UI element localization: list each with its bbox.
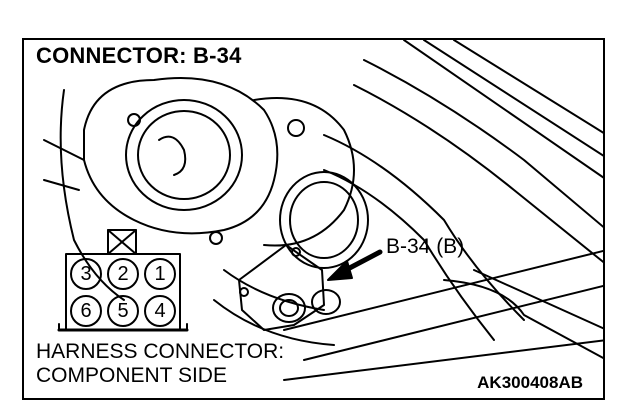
sensor-screw bbox=[239, 287, 249, 297]
hose-line bbox=[423, 40, 603, 157]
throttle-bore bbox=[125, 99, 243, 211]
hose-line bbox=[213, 299, 335, 346]
sensor-screw bbox=[291, 247, 301, 257]
bolt bbox=[127, 113, 141, 127]
pin-circle bbox=[70, 258, 102, 290]
hose-line bbox=[323, 134, 525, 321]
pin-circle bbox=[70, 295, 102, 327]
pin-circle bbox=[107, 258, 139, 290]
housing-line bbox=[253, 97, 355, 247]
hose-line bbox=[223, 269, 325, 311]
hose-line bbox=[283, 339, 603, 381]
pin-label: 2 bbox=[117, 263, 129, 285]
hose-line bbox=[453, 40, 603, 134]
housing-line bbox=[43, 139, 85, 161]
pin-label: 4 bbox=[154, 300, 166, 322]
pin-label: 6 bbox=[80, 300, 92, 322]
throttle-body bbox=[83, 77, 279, 235]
hose-line bbox=[443, 279, 603, 359]
figure-code: AK300408AB bbox=[477, 373, 583, 392]
hose-line bbox=[283, 249, 603, 331]
pin-label: 3 bbox=[80, 263, 92, 285]
callout-label: B-34 (B) bbox=[386, 235, 465, 258]
intake-port-inner bbox=[289, 181, 359, 259]
housing-line bbox=[43, 179, 80, 191]
caption-line-1: HARNESS CONNECTOR: bbox=[36, 340, 285, 363]
caption-line-2: COMPONENT SIDE bbox=[36, 364, 227, 387]
hose-line bbox=[303, 284, 603, 361]
callout-arrowhead bbox=[327, 260, 353, 281]
throttle-plate bbox=[158, 135, 187, 176]
throttle-bore-inner bbox=[137, 110, 231, 200]
bolt bbox=[209, 231, 223, 245]
hose-line bbox=[353, 84, 603, 264]
hose-line bbox=[363, 59, 603, 228]
housing-line bbox=[59, 89, 125, 301]
pin-circle bbox=[144, 295, 176, 327]
diagram-frame: CONNECTOR: B-34 B-34 (B) 3 2 1 6 5 4 HAR… bbox=[22, 38, 605, 400]
diagram-title: CONNECTOR: B-34 bbox=[36, 43, 246, 69]
bolt bbox=[287, 119, 305, 137]
sensor-plug-inner bbox=[279, 299, 299, 317]
pin-label: 1 bbox=[154, 263, 166, 285]
sensor-plug bbox=[272, 293, 306, 323]
sensor-socket bbox=[311, 289, 341, 315]
engine-illustration bbox=[43, 40, 603, 381]
pin-circle bbox=[144, 258, 176, 290]
hose-line bbox=[473, 269, 603, 330]
hose-line bbox=[403, 40, 603, 179]
pin-label: 5 bbox=[117, 300, 129, 322]
pin-circle bbox=[107, 295, 139, 327]
intake-port bbox=[279, 171, 369, 269]
